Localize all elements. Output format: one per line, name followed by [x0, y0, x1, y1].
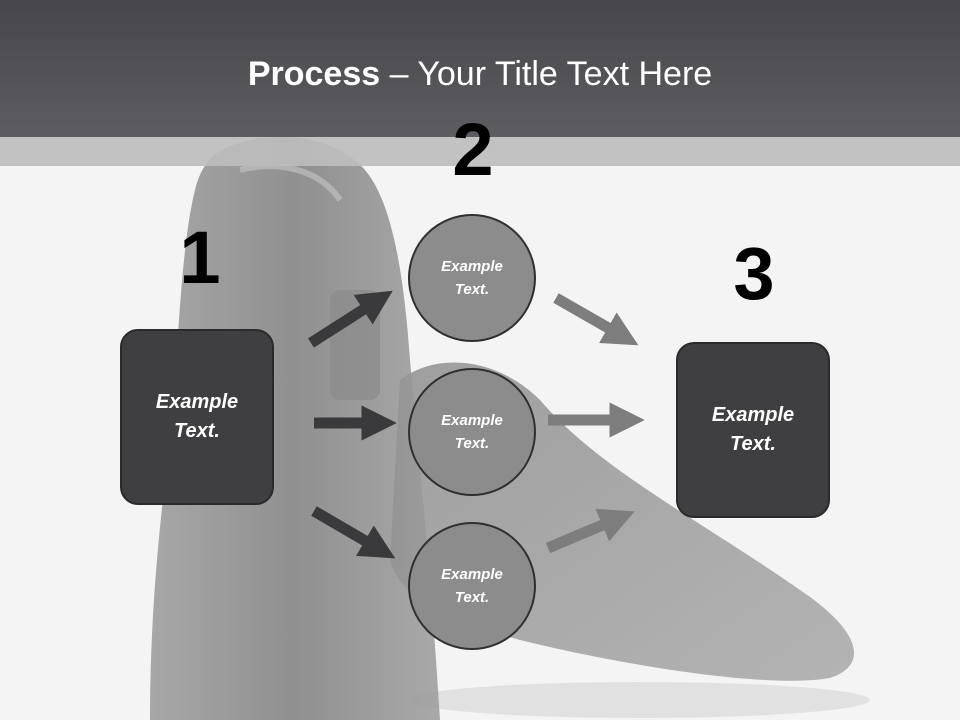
title-bar — [0, 0, 960, 137]
title-underline-strip — [0, 137, 960, 166]
circle-bottom-text: Example Text. — [441, 566, 503, 606]
step-1-text: Example Text. — [155, 391, 239, 442]
right-arrow-icon — [553, 293, 639, 346]
step-2-circle-middle: Example Text. — [408, 368, 536, 496]
circle-middle-text: Example Text. — [441, 412, 503, 452]
step-number-2: 2 — [452, 108, 494, 191]
right-arrow-icon — [545, 508, 635, 554]
step-2-circle-top: Example Text. — [408, 214, 536, 342]
slide-title: Process – Your Title Text Here — [0, 52, 960, 96]
circle-top-text: Example Text. — [441, 258, 503, 298]
step-3-text: Example Text. — [711, 404, 795, 455]
step-number-1: 1 — [179, 216, 221, 299]
right-arrow-icon — [311, 506, 396, 559]
step-2-circle-bottom: Example Text. — [408, 522, 536, 650]
title-bold-part: Process — [247, 55, 381, 93]
right-arrow-icon — [308, 290, 393, 348]
shoe-front — [150, 136, 440, 720]
title-rest: – Your Title Text Here — [380, 55, 713, 93]
step-3-box: Example Text. — [676, 342, 830, 518]
step-1-box: Example Text. — [120, 329, 274, 505]
step-number-3: 3 — [733, 232, 775, 315]
